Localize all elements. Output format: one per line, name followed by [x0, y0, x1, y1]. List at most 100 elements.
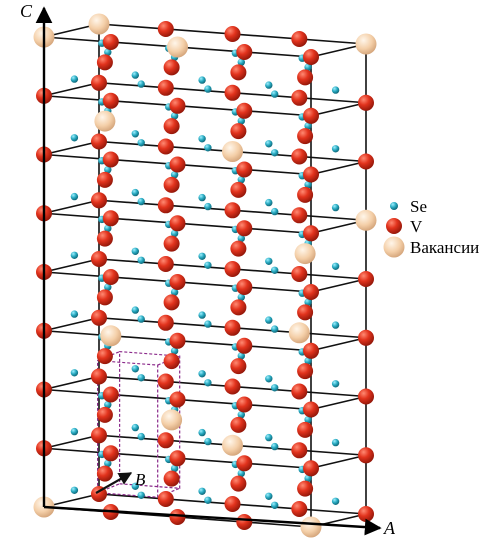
v-atom	[358, 388, 374, 405]
v-atom	[297, 421, 314, 438]
v-atom	[230, 181, 247, 198]
se-atom	[265, 198, 273, 207]
legend-swatch-vac	[383, 236, 405, 258]
v-atom	[297, 186, 314, 203]
axis-b-arrow	[95, 472, 133, 494]
se-atom	[265, 140, 273, 148]
v-atom	[169, 450, 186, 467]
se-atom	[204, 496, 212, 504]
se-atom	[104, 459, 112, 468]
se-atom	[137, 374, 145, 382]
v-atom	[157, 432, 174, 449]
se-atom	[331, 380, 340, 388]
se-atom	[170, 229, 179, 238]
se-atom	[265, 433, 273, 442]
se-atom	[104, 166, 112, 174]
se-atom	[204, 85, 212, 93]
v-atom	[236, 455, 253, 472]
vacancy-site	[94, 110, 116, 132]
se-atom	[304, 122, 312, 130]
lattice-line	[43, 316, 100, 332]
v-atom	[303, 107, 319, 124]
axis-b-label: B	[135, 470, 146, 489]
se-atom	[137, 197, 145, 206]
v-atom	[157, 197, 174, 214]
v-atom	[163, 118, 180, 135]
v-atom	[102, 445, 119, 462]
v-atom	[303, 460, 319, 477]
se-atom	[331, 86, 340, 94]
v-atom	[303, 401, 319, 418]
v-atom	[91, 74, 107, 91]
se-atom	[170, 347, 179, 355]
vacancy-site	[222, 434, 243, 456]
vacancy-site	[355, 209, 377, 231]
v-atom	[303, 166, 319, 183]
v-atom	[236, 337, 253, 354]
lattice-line	[43, 375, 100, 391]
lattice-line	[43, 140, 100, 156]
v-atom	[169, 274, 186, 290]
v-atom	[236, 396, 253, 413]
v-atom	[157, 373, 174, 390]
lattice-line	[310, 395, 367, 411]
v-atom	[157, 21, 174, 37]
se-atom	[104, 48, 112, 56]
v-atom	[230, 358, 247, 375]
v-atom	[230, 123, 247, 140]
lattice-lines	[43, 23, 367, 528]
v-atom	[224, 496, 241, 512]
se-atom	[331, 203, 340, 212]
v-atom	[96, 54, 113, 71]
se-atom	[131, 247, 139, 255]
v-atom	[91, 133, 107, 150]
v-atom	[224, 202, 241, 219]
se-atom	[237, 469, 245, 478]
se-atom	[170, 288, 179, 296]
vacancy-site	[161, 409, 183, 431]
v-atom	[96, 348, 113, 365]
se-atom	[304, 357, 312, 365]
v-atom	[224, 84, 241, 101]
lattice-line	[310, 454, 367, 470]
se-atom	[237, 58, 245, 66]
v-atom	[358, 94, 374, 111]
v-atom	[102, 151, 119, 168]
se-atom	[131, 482, 139, 490]
v-atom	[358, 271, 374, 287]
v-atom	[291, 501, 308, 517]
se-atom	[170, 464, 179, 473]
se-atom	[204, 261, 212, 269]
v-atom	[91, 251, 107, 267]
v-atom	[91, 368, 107, 385]
se-atom	[198, 428, 206, 437]
v-atom	[291, 89, 308, 106]
v-atom	[157, 314, 174, 331]
v-atom	[157, 138, 174, 155]
v-atom	[358, 447, 374, 464]
lattice-line	[43, 258, 100, 273]
se-atom	[70, 427, 79, 436]
v-atom	[224, 26, 241, 42]
v-atom	[303, 342, 319, 359]
se-atom	[271, 325, 279, 333]
se-atom	[104, 224, 112, 233]
v-atom	[291, 207, 308, 224]
v-atom	[96, 171, 113, 188]
se-atom	[131, 365, 139, 373]
legend-swatch-v	[386, 218, 402, 234]
v-atom	[297, 304, 314, 321]
se-atom	[198, 76, 206, 84]
se-atom	[198, 252, 206, 260]
v-atom	[230, 240, 247, 257]
se-atom	[198, 135, 206, 143]
axis-c-label: C	[20, 1, 33, 21]
v-atom	[169, 391, 186, 408]
se-atom	[271, 149, 279, 157]
se-atom	[198, 487, 206, 495]
se-atom	[271, 207, 279, 216]
se-atom	[237, 352, 245, 360]
v-atom	[91, 309, 107, 326]
v-atom	[236, 514, 253, 530]
v-atom	[102, 269, 119, 285]
